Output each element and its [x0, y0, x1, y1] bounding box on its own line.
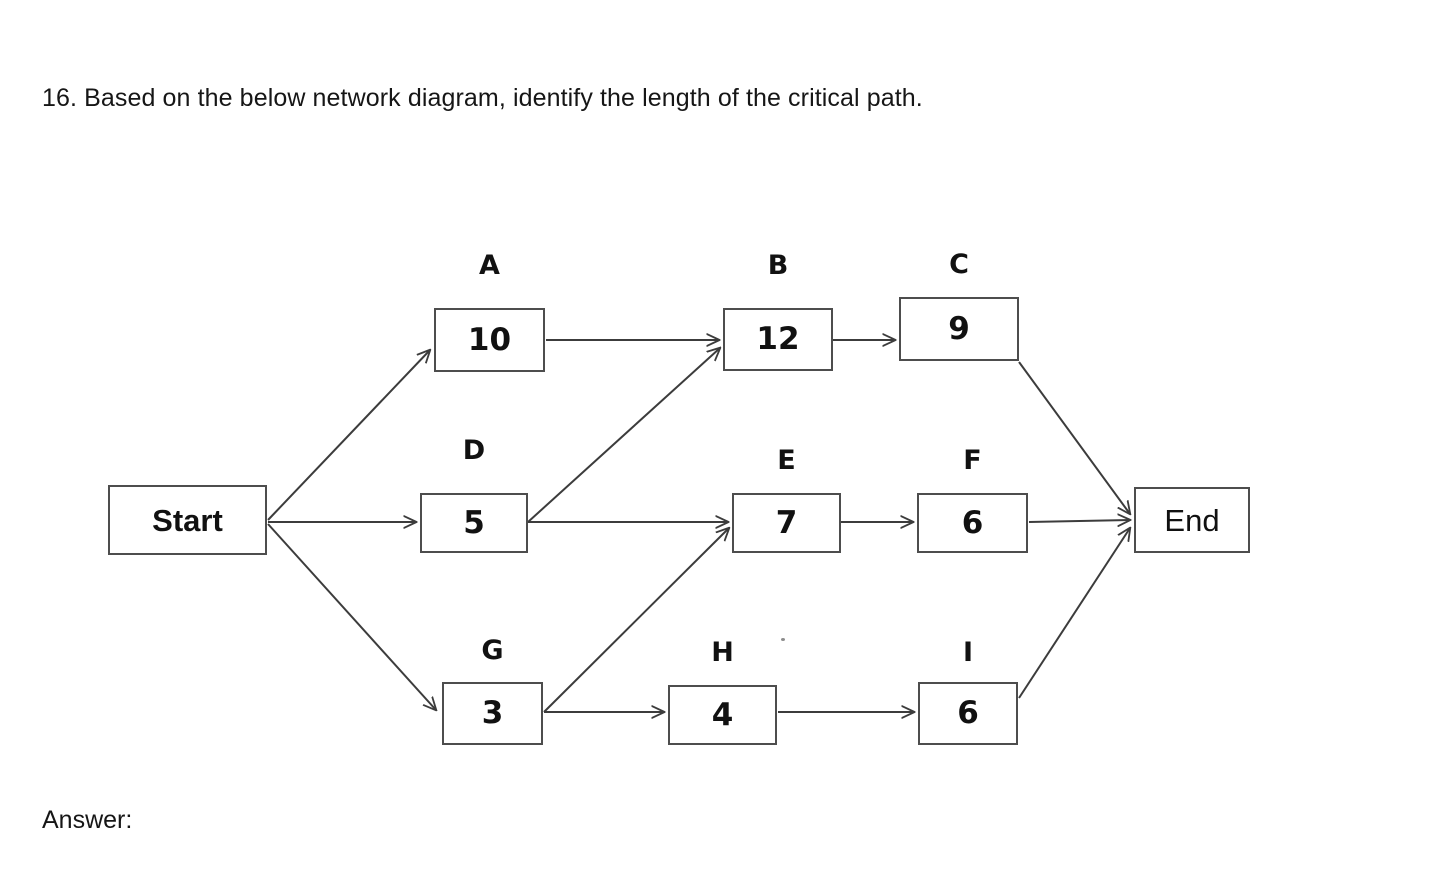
node-g[interactable]: 3 — [442, 682, 543, 745]
node-c-duration: 9 — [948, 310, 970, 347]
node-start-label: Start — [152, 502, 223, 538]
answer-label: Answer: — [42, 806, 133, 834]
node-f-duration: 6 — [961, 504, 984, 541]
node-a[interactable]: 10 — [434, 308, 545, 372]
node-caption-g: G — [481, 635, 504, 666]
node-caption-f: F — [963, 445, 982, 476]
edge-g-e — [543, 528, 729, 713]
scan-artifact-speck — [781, 638, 785, 641]
node-end-label: End — [1164, 502, 1220, 538]
node-b-duration: 12 — [756, 321, 800, 357]
edge-start-g — [267, 523, 436, 710]
node-d-duration: 5 — [463, 504, 485, 541]
node-caption-e: E — [777, 445, 796, 476]
node-i[interactable]: 6 — [918, 682, 1018, 745]
edge-layer — [267, 150, 1432, 790]
edge-c-end — [1018, 361, 1130, 514]
node-f[interactable]: 6 — [917, 493, 1028, 553]
edge-i-end — [1018, 528, 1130, 699]
node-e[interactable]: 7 — [732, 493, 841, 553]
node-end[interactable]: End — [1134, 487, 1250, 553]
node-caption-c: C — [949, 249, 969, 280]
node-a-duration: 10 — [467, 321, 512, 358]
node-caption-h: H — [711, 637, 734, 668]
node-start[interactable]: Start — [108, 485, 267, 555]
edge-d-b — [527, 348, 720, 523]
node-caption-i: I — [962, 637, 974, 668]
node-caption-d: D — [462, 435, 486, 466]
node-h[interactable]: 4 — [668, 685, 777, 745]
node-h-duration: 4 — [711, 696, 734, 733]
network-diagram: Start A 10 B 12 C 9 D 5 E 7 F 6 End G 3 … — [0, 150, 1432, 790]
node-g-duration: 3 — [481, 695, 504, 731]
node-e-duration: 7 — [775, 504, 798, 541]
node-d[interactable]: 5 — [420, 493, 528, 553]
node-i-duration: 6 — [957, 695, 979, 731]
question-text: 16. Based on the below network diagram, … — [42, 84, 923, 112]
node-c[interactable]: 9 — [899, 297, 1019, 361]
node-b[interactable]: 12 — [723, 308, 833, 371]
node-caption-a: A — [479, 250, 500, 281]
edge-f-end — [1028, 520, 1130, 522]
edge-start-a — [267, 350, 430, 521]
node-caption-b: B — [767, 250, 789, 281]
